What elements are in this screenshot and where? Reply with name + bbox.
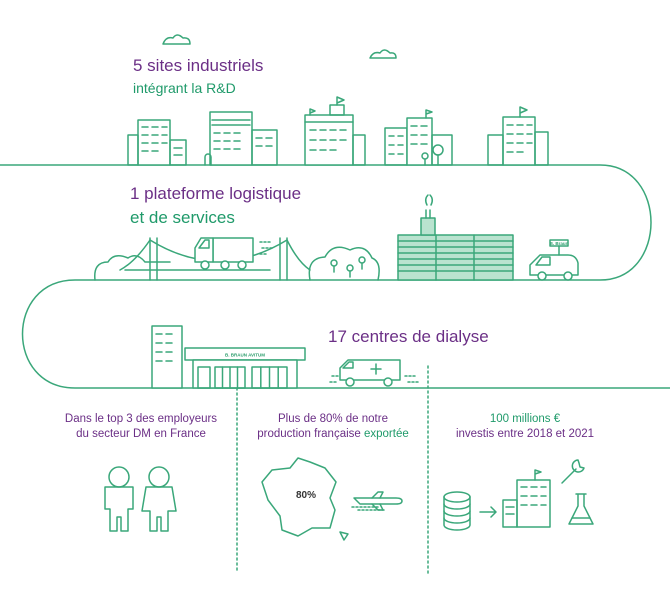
cloud-icon — [162, 34, 191, 45]
ambulance-icon — [329, 359, 419, 387]
airplane-icon — [351, 491, 403, 511]
stat-employers-line1: Dans le top 3 des employeurs — [64, 413, 218, 425]
sites-title: 5 sites industriels — [133, 56, 264, 75]
van-sign: B. Braun — [550, 241, 569, 246]
tree-icon — [308, 246, 380, 281]
factory-icon — [487, 106, 549, 166]
sites-subtitle: intégrant la R&D — [133, 80, 236, 96]
logistics-subtitle: et de services — [130, 208, 235, 227]
wrench-icon — [561, 459, 585, 484]
percentage-badge: 80% — [296, 490, 316, 501]
stat-export-line2b: exportée — [360, 428, 409, 440]
people-icon — [104, 466, 177, 532]
logistics-title: 1 plateforme logistique — [130, 184, 302, 203]
stat-export-line1: Plus de 80% de notre — [278, 413, 388, 425]
stat-employers-line2: du secteur DM en France — [76, 428, 206, 440]
flask-icon — [568, 493, 594, 525]
factory-icon — [127, 119, 187, 166]
truck-icon — [194, 237, 275, 270]
dialysis-center-icon — [151, 325, 306, 389]
van-icon — [529, 239, 579, 281]
arrow-icon — [479, 506, 497, 518]
stat-investment: 100 millions € investis entre 2018 et 20… — [440, 412, 610, 442]
dialysis-sign: B. BRAUN AVITUM — [225, 353, 265, 358]
stat-export-line2a: production française — [257, 428, 361, 440]
warehouse-icon — [397, 194, 514, 281]
factory-icon — [204, 111, 278, 166]
stat-export-line2: production française exportée — [248, 427, 418, 442]
france-map-icon — [261, 457, 349, 541]
stat-employers: Dans le top 3 des employeurs du secteur … — [56, 412, 226, 442]
stat-investment-line1: 100 millions € — [489, 413, 561, 425]
dialysis-title: 17 centres de dialyse — [328, 327, 489, 346]
factory-icon — [502, 469, 551, 528]
stat-investment-line2: investis entre 2018 et 2021 — [455, 428, 595, 440]
stat-export: Plus de 80% de notre production français… — [248, 412, 418, 442]
factory-icon — [304, 96, 366, 166]
factory-icon — [384, 109, 453, 166]
cloud-icon — [369, 49, 397, 59]
winding-road — [0, 164, 670, 389]
coins-icon — [443, 491, 471, 531]
